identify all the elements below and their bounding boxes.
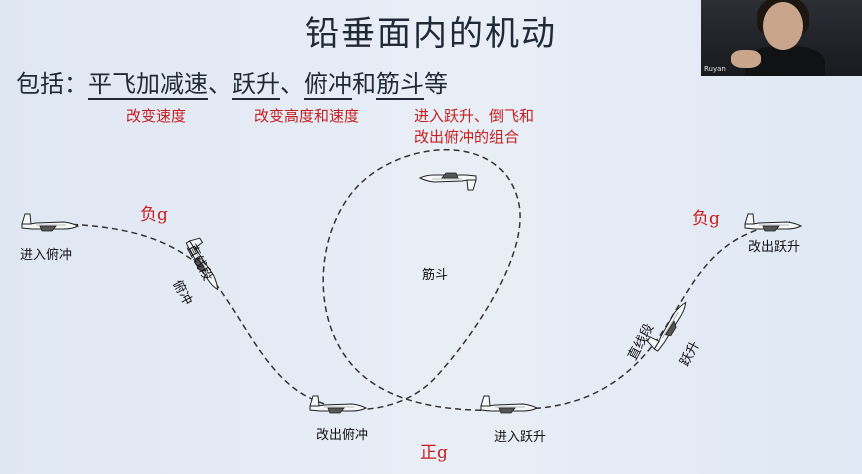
note-change-speed: 改变速度: [126, 107, 187, 125]
presenter-face: [763, 2, 803, 50]
subtitle-item-level-accel: 平飞加减速: [88, 70, 208, 98]
label-positive-g: 正g: [420, 443, 448, 463]
subtitle-separator: 、: [280, 70, 304, 98]
label-enter-dive: 进入俯冲: [20, 248, 73, 263]
plane-exit-climb: [744, 213, 802, 232]
subtitle-prefix: 包括：: [16, 70, 88, 98]
subtitle-item-climb: 跃升: [232, 70, 280, 98]
label-negative-g-right: 负g: [692, 209, 720, 229]
subtitle-suffix: 等: [424, 70, 448, 98]
note-change-height-speed: 改变高度和速度: [254, 107, 360, 125]
participant-name: Ruyan: [704, 65, 726, 73]
subtitle-conjunction: 和: [352, 70, 376, 98]
label-enter-climb: 进入跃升: [494, 430, 547, 445]
label-loop: 筋斗: [422, 268, 449, 283]
plane-loop-top: [419, 172, 477, 191]
slide-title: 铅垂面内的机动: [305, 14, 557, 54]
subtitle-item-dive: 俯冲: [304, 70, 352, 98]
plane-pull-out-dive: [309, 395, 367, 414]
plane-enter-dive: [21, 213, 79, 232]
label-negative-g-left: 负g: [140, 205, 168, 225]
label-pull-out-dive: 改出俯冲: [316, 428, 369, 443]
webcam-thumbnail[interactable]: Ruyan: [701, 0, 862, 76]
note-loop-line-2: 改出俯冲的组合: [414, 128, 520, 146]
label-exit-climb: 改出跃升: [748, 240, 801, 255]
subtitle-separator: 、: [208, 70, 232, 98]
presenter-hand: [731, 50, 761, 68]
note-loop-combination: 进入跃升、倒飞和 改出俯冲的组合: [414, 106, 534, 148]
slide-subtitle: 包括：平飞加减速、跃升、俯冲和筋斗等: [16, 64, 448, 99]
flight-path: [61, 149, 791, 412]
plane-enter-climb: [480, 395, 538, 414]
subtitle-item-loop: 筋斗: [376, 70, 424, 98]
note-loop-line-1: 进入跃升、倒飞和: [414, 107, 535, 125]
